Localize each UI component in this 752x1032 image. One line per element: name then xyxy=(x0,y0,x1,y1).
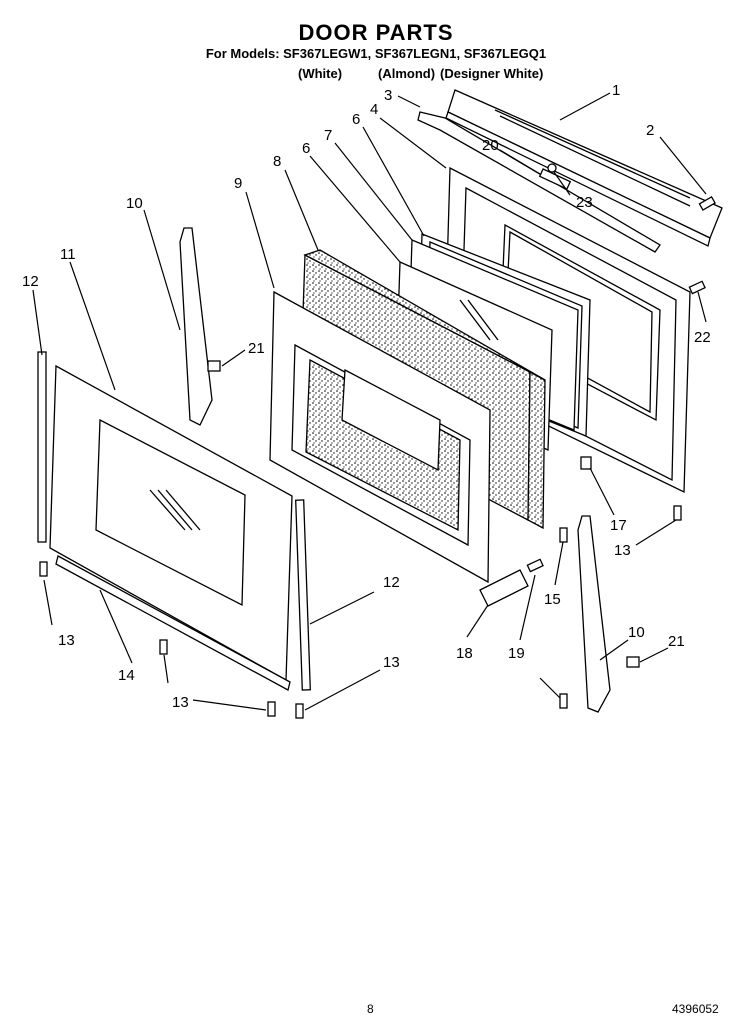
callout-15: 15 xyxy=(544,591,561,608)
leader-lines xyxy=(32,92,707,711)
diagram-title: DOOR PARTS xyxy=(298,20,454,45)
variant-designer-white: (Designer White) xyxy=(440,66,544,81)
callout-20: 20 xyxy=(482,137,499,154)
part-bracket-18 xyxy=(479,569,529,607)
callout-13-bottom: 13 xyxy=(172,694,189,711)
variant-white: (White) xyxy=(298,66,343,81)
screws-13 xyxy=(39,505,682,719)
callout-7: 7 xyxy=(324,127,332,144)
callout-8: 8 xyxy=(273,153,281,170)
part-screw-19 xyxy=(526,558,544,573)
part-screw-2 xyxy=(698,196,716,211)
part-trim-strip-3 xyxy=(417,111,661,253)
part-screw-22 xyxy=(688,280,706,295)
callout-3: 3 xyxy=(384,87,392,104)
part-screw-23 xyxy=(547,163,557,173)
callout-14: 14 xyxy=(118,667,135,684)
callout-9: 9 xyxy=(234,175,242,192)
callout-4: 4 xyxy=(370,101,378,118)
callout-21-right: 21 xyxy=(668,633,685,650)
part-hinge-rail-right xyxy=(577,515,611,713)
callout-6-rear: 6 xyxy=(352,111,360,128)
models-line: For Models: SF367LEGW1, SF367LEGN1, SF36… xyxy=(205,46,547,61)
part-clip-21-left xyxy=(207,360,221,372)
callout-1: 1 xyxy=(612,82,620,99)
callout-23: 23 xyxy=(576,194,593,211)
callout-21-left: 21 xyxy=(248,340,265,357)
page-number: 8 xyxy=(367,1002,374,1016)
part-inner-door-frame xyxy=(269,290,491,584)
callout-18: 18 xyxy=(456,645,473,662)
callout-10-left: 10 xyxy=(126,195,143,212)
part-outer-door-glass-panel xyxy=(49,364,293,682)
part-clip-21-right xyxy=(626,656,640,668)
callout-19: 19 xyxy=(508,645,525,662)
variant-almond: (Almond) xyxy=(378,66,436,81)
part-top-trim-vent xyxy=(445,89,723,247)
part-clip-17 xyxy=(580,456,592,470)
part-bottom-trim xyxy=(55,555,291,691)
document-number: 4396052 xyxy=(672,1002,719,1016)
callout-22: 22 xyxy=(694,329,711,346)
callout-11: 11 xyxy=(60,246,76,263)
callout-numbers: 1 2 3 4 6 7 6 8 9 10 11 12 20 23 21 22 1… xyxy=(22,82,711,711)
part-screw-15 xyxy=(559,527,568,543)
callout-2: 2 xyxy=(646,122,654,139)
callout-12-right: 12 xyxy=(383,574,400,591)
callout-12-left: 12 xyxy=(22,273,39,290)
callout-13-left: 13 xyxy=(58,632,75,649)
part-side-strip-right xyxy=(295,499,311,691)
part-side-strip-left xyxy=(37,351,47,543)
callout-13-right-top: 13 xyxy=(614,542,631,559)
part-hinge-rail-left xyxy=(179,227,213,426)
callout-6-front: 6 xyxy=(302,140,310,157)
callout-13-center: 13 xyxy=(383,654,400,671)
callout-10-right: 10 xyxy=(628,624,645,641)
callout-17: 17 xyxy=(610,517,627,534)
